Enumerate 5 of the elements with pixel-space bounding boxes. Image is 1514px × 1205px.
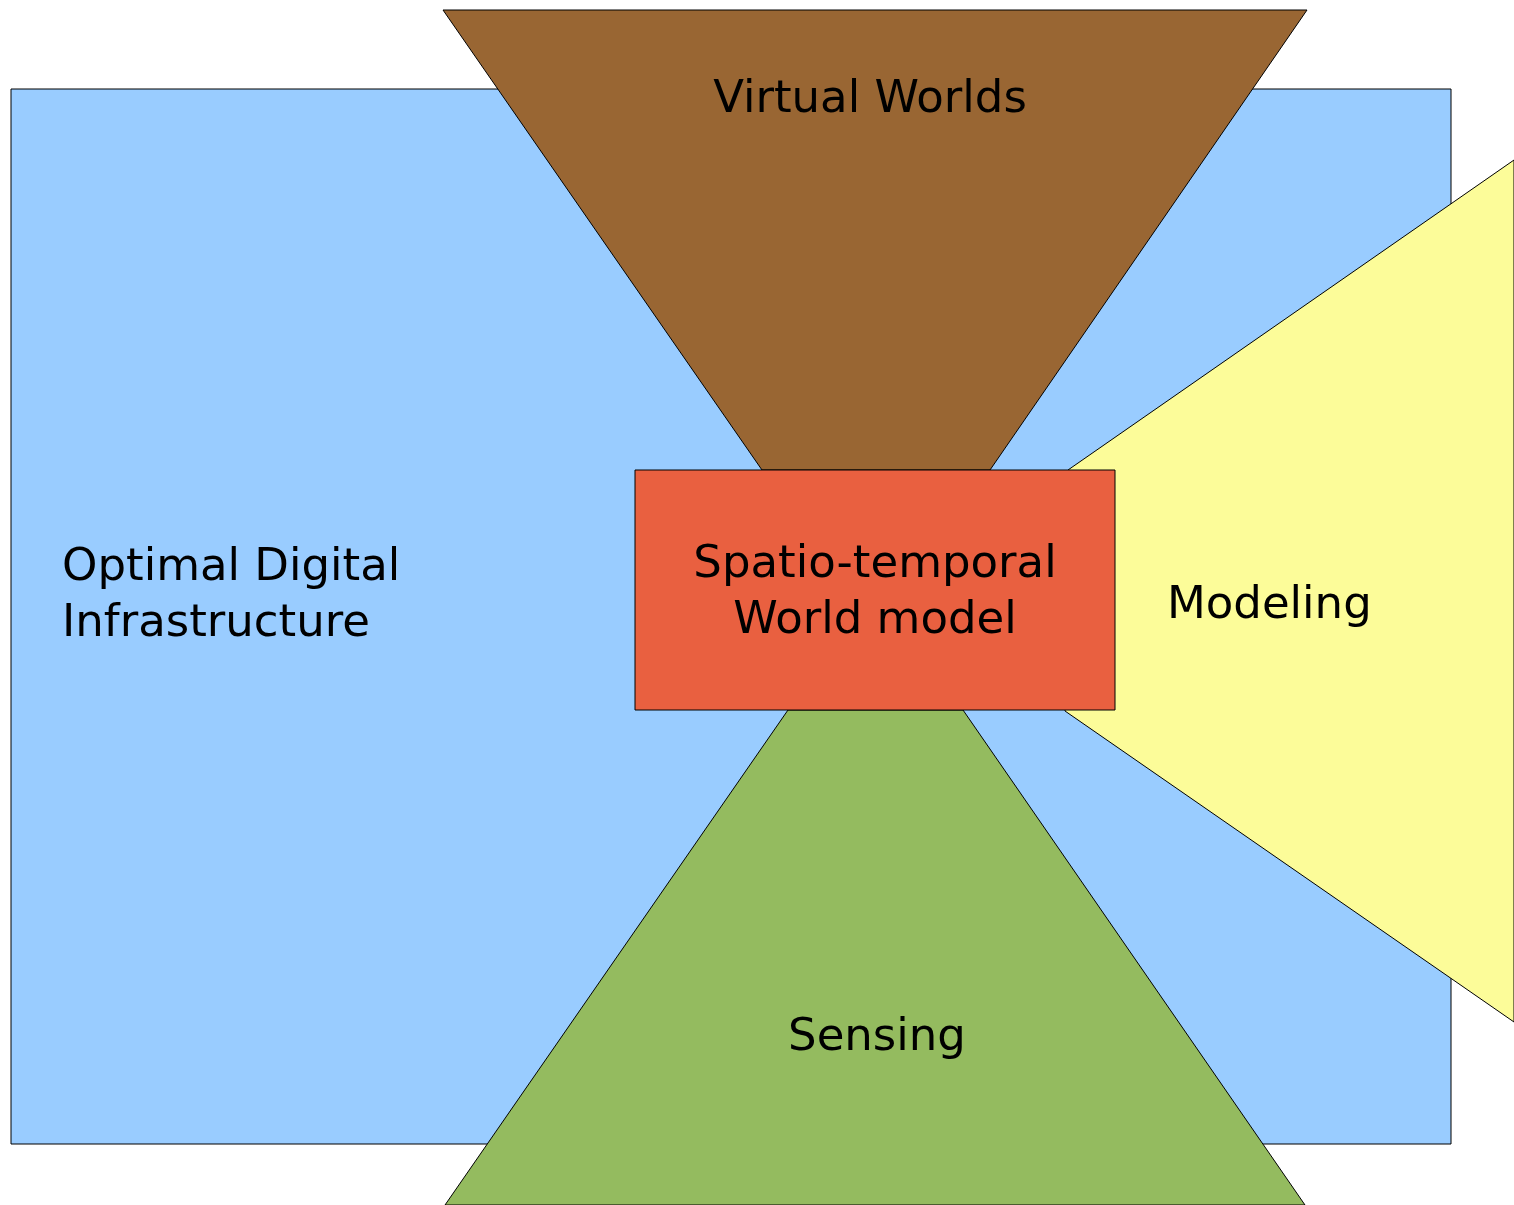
node-label: Modeling <box>1167 575 1373 631</box>
node-label: Virtual Worlds <box>712 69 1028 125</box>
node-label: Optimal Digital Infrastructure <box>62 537 402 649</box>
node-label: Sensing <box>787 1007 967 1063</box>
node-label: Spatio-temporal World model <box>692 534 1058 646</box>
